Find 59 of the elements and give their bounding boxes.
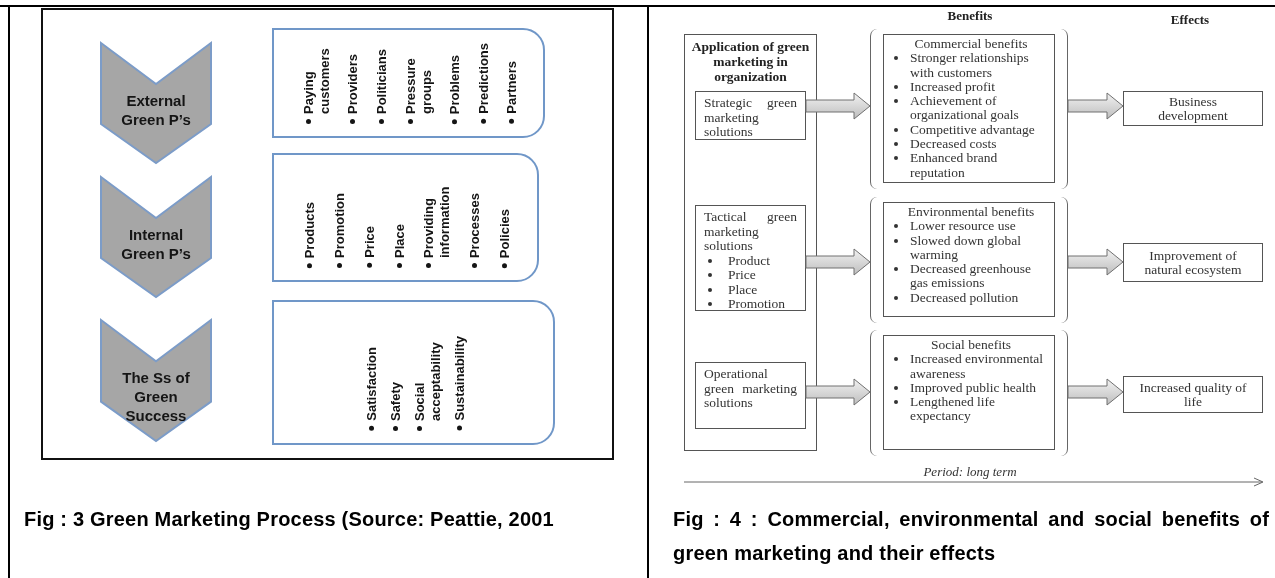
bullet-item: Lower resource use (892, 219, 1050, 234)
list-item: Paying customers (300, 36, 333, 126)
list-item: Safety (387, 381, 404, 433)
bullet-item: Improved public health (892, 380, 1050, 396)
bullet-item: Promotion (704, 297, 797, 312)
block-arrow (1067, 248, 1124, 276)
list-item: Promotion (331, 193, 348, 270)
figure-caption: Fig : 3 Green Marketing Process (Source: Peattie, 2001 (24, 507, 555, 532)
column-header: Benefits (946, 8, 994, 24)
bullet-item: Enhanced brand reputation (892, 151, 1050, 180)
list-item: Predictions (475, 43, 492, 126)
list-item: Processes (467, 192, 484, 270)
bullet-item: Product (704, 253, 797, 268)
bullet-item: Decreased costs (892, 137, 1050, 152)
list-item: Place (391, 224, 408, 270)
container-heading: Application of green marketing in organization (690, 39, 811, 84)
bullet-item: Stronger relationships with customers (892, 51, 1050, 80)
box-text: Business development (1157, 94, 1229, 123)
list-item: Policies (497, 208, 514, 270)
bullet-item: Increased profit (892, 79, 1050, 95)
list-item: Partners (504, 61, 521, 126)
list-item: Providers (345, 54, 362, 126)
list-item: Products (301, 201, 318, 270)
chevron-label: The Ss of Green Success (121, 368, 191, 426)
bullet-item: Price (704, 268, 797, 283)
box-text: Strategic green marketing solutions (704, 96, 797, 140)
list-item: Social acceptability (411, 312, 444, 433)
list-item: Pressure groups (402, 36, 435, 126)
bullet-item: Increased environmental awareness (892, 352, 1050, 381)
block-arrow (805, 92, 871, 120)
chevron-label: Internal Green P’s (120, 224, 192, 263)
block-arrow (805, 378, 871, 406)
block-arrow (805, 248, 871, 276)
figure-caption: Fig : 4 : Commercial, environmental and social benefits of green marketing and their effects (673, 507, 1269, 566)
bullet-item: Lengthened life expectancy (892, 395, 1050, 424)
block-arrow (1067, 92, 1124, 120)
box-text: Tactical green marketing solutions (704, 210, 797, 254)
box-text: Increased quality of life (1138, 380, 1248, 409)
bullet-item: Achievement of organizational goals (892, 94, 1050, 123)
box-heading: Environmental benefits (906, 205, 1036, 220)
list-item: Price (361, 226, 378, 270)
column-header: Effects (1169, 12, 1211, 28)
bullet-item: Place (704, 282, 797, 297)
box-text: Improvement of natural ecosystem (1143, 248, 1243, 277)
block-arrow (1067, 378, 1124, 406)
axis-label: Period: long term (922, 464, 1018, 480)
list-item: Politicians (373, 48, 390, 126)
list-item: Sustainability (451, 336, 468, 433)
bullet-item: Decreased pollution (892, 290, 1050, 306)
chevron-label: External Green P’s (120, 90, 192, 129)
box-text: Operational green marketing solutions (704, 367, 797, 411)
box-heading: Social benefits (930, 338, 1012, 353)
bullet-item: Decreased greenhouse gas emissions (892, 262, 1050, 291)
list-item: Satisfaction (363, 347, 380, 433)
list-item: Providing information (421, 161, 454, 270)
bullet-item: Competitive advantage (892, 122, 1050, 138)
bullet-item: Slowed down global warming (892, 233, 1050, 263)
box-heading: Commercial benefits (913, 37, 1029, 52)
list-item: Problems (447, 54, 464, 126)
